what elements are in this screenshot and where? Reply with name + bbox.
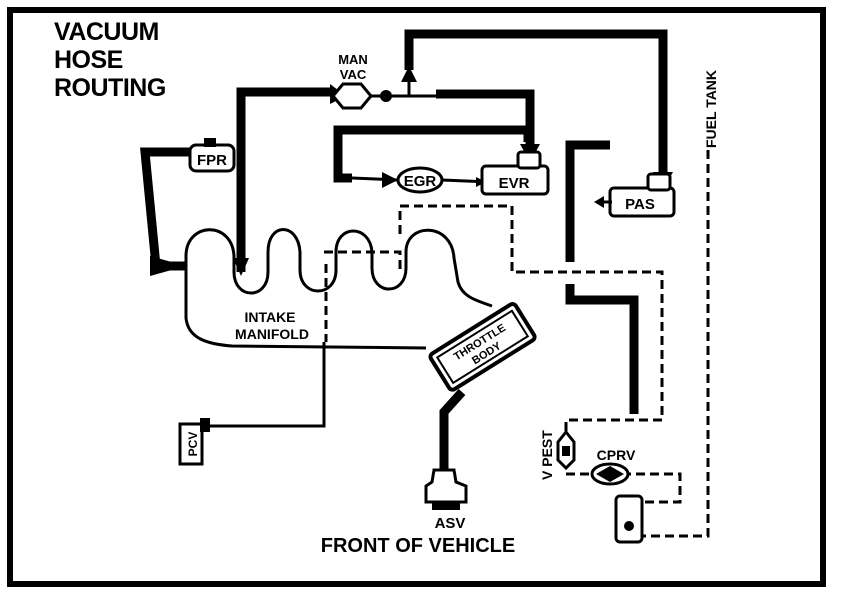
pas-vent-arrow <box>594 196 604 208</box>
asv-base <box>432 502 460 510</box>
asv-valve <box>424 468 468 504</box>
egr-label: EGR <box>404 173 437 190</box>
manifold-to-manvac-hose <box>236 87 334 272</box>
pcv-line <box>200 342 326 428</box>
canister-port <box>624 521 634 531</box>
tee-up-arrow <box>401 66 417 82</box>
intake-manifold-outline <box>184 228 493 350</box>
purge-dashed-line <box>398 204 664 440</box>
egr-loop-hose <box>333 125 533 183</box>
tee-to-pas-hose <box>404 29 668 180</box>
intake-manifold-label-line2: MANIFOLD <box>235 326 309 342</box>
egr-arrow <box>382 172 398 188</box>
fuel-tank-label: FUEL TANK <box>703 70 719 148</box>
evr-connector <box>516 150 542 170</box>
asv-label: ASV <box>435 515 466 532</box>
throttle-to-asv-hose <box>439 388 466 472</box>
intake-manifold-label-line1: INTAKE <box>244 309 295 325</box>
manifold-port-arrow <box>233 258 249 276</box>
fuel-tank-dashed-line <box>632 150 710 538</box>
fpr-hose-arrow <box>150 256 186 276</box>
manifold-dashed-tap <box>324 250 402 342</box>
man-vac-fitting <box>331 82 373 110</box>
evr-label: EVR <box>499 175 530 192</box>
front-of-vehicle-label: FRONT OF VEHICLE <box>321 535 515 557</box>
pas-to-throttle-hose <box>565 140 610 262</box>
pcv-cap <box>200 418 210 432</box>
fpr-label: FPR <box>197 152 227 169</box>
asv-hose-upper <box>565 284 639 414</box>
v-pest-core <box>562 446 570 456</box>
man-vac-label-line2: VAC <box>340 67 367 82</box>
evr-box <box>480 164 550 196</box>
v-pest-label: V PEST <box>539 430 555 480</box>
diagram-title: VACUUM HOSE ROUTING <box>54 18 166 102</box>
charcoal-canister <box>614 494 644 544</box>
pas-connector <box>646 172 672 192</box>
diagram-border <box>7 7 826 587</box>
fpr-nozzle <box>204 138 216 147</box>
pcv-label: PCV <box>186 432 200 457</box>
pas-label: PAS <box>625 196 655 213</box>
throttle-body: THROTTLE BODY <box>428 302 537 392</box>
cprv-label: CPRV <box>597 447 636 463</box>
cprv-core <box>596 466 624 482</box>
manvac-to-evr-hose <box>436 89 535 150</box>
pcv-valve <box>178 422 204 466</box>
man-vac-label-line1: MAN <box>338 52 368 67</box>
